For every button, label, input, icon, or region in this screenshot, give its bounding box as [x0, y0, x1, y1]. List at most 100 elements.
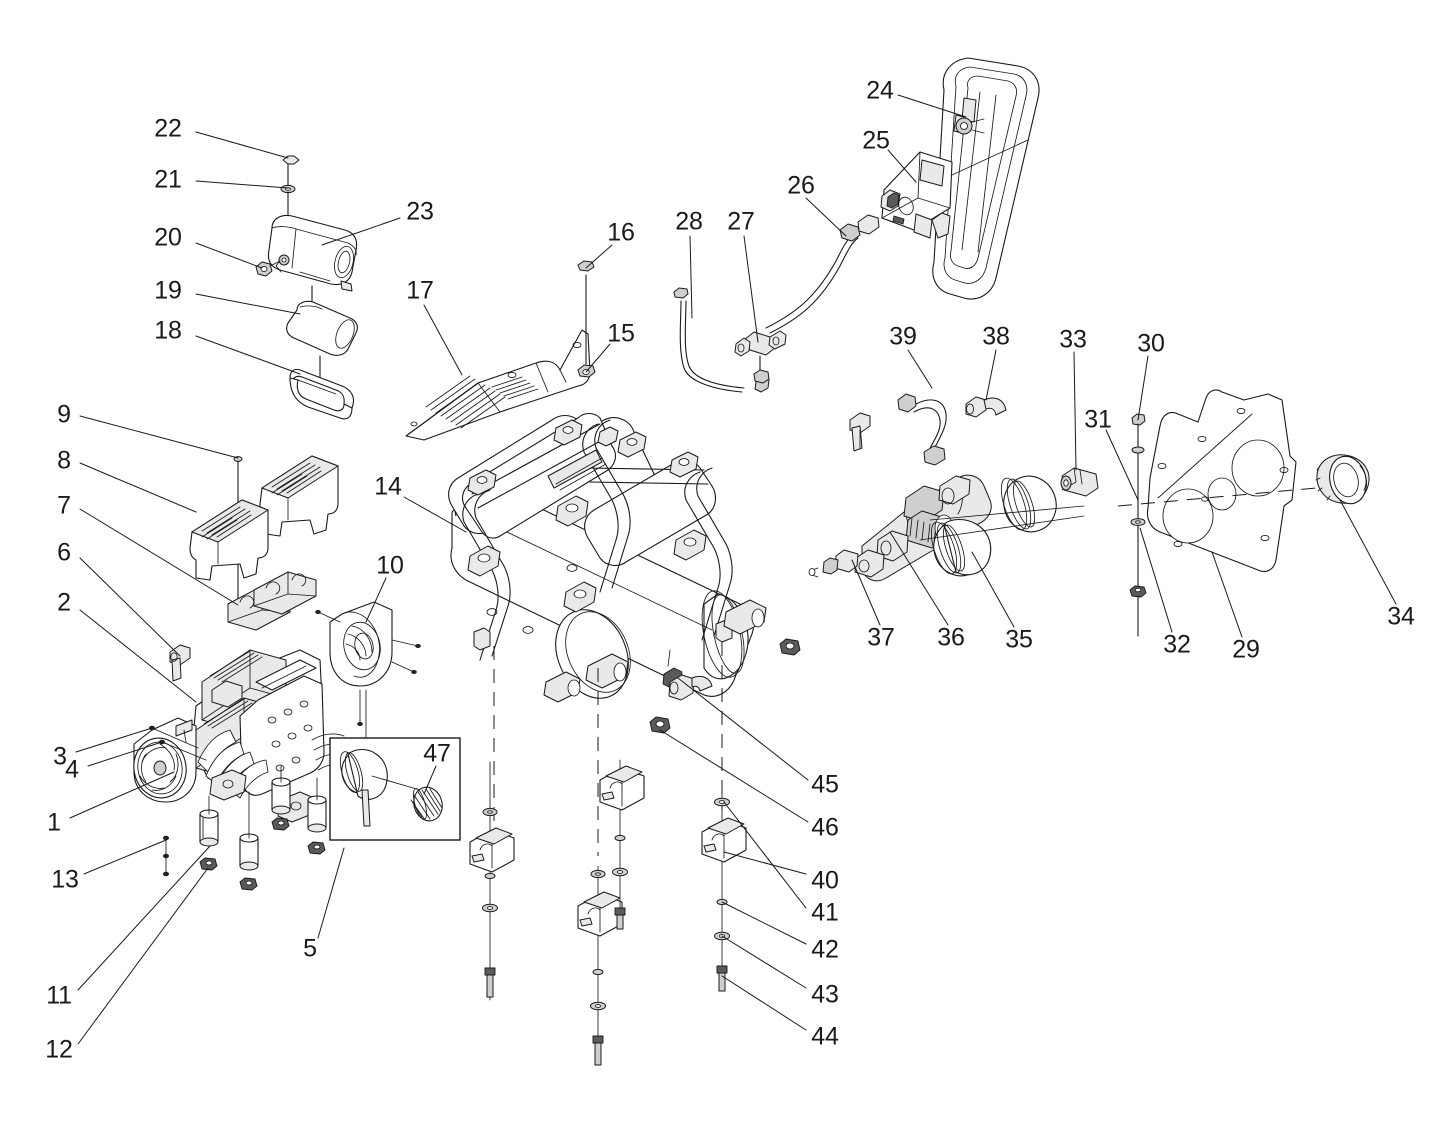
leader-line-35 — [971, 551, 1015, 628]
callout-number-18: 18 — [154, 316, 182, 345]
muffler-cover-23-part — [267, 214, 358, 292]
isolator-11-part-c — [271, 777, 291, 815]
nut-20-part — [255, 260, 281, 277]
foot-stack-center — [577, 865, 623, 1066]
elbow-left-part — [849, 412, 871, 452]
callout-number-39: 39 — [889, 322, 917, 351]
leader-line-42 — [721, 901, 807, 945]
callout-number-43: 43 — [811, 980, 839, 1009]
callout-number-11: 11 — [46, 981, 72, 1010]
callout-number-5: 5 — [303, 934, 317, 963]
regulator-group — [808, 393, 1099, 582]
callout-number-33: 33 — [1059, 325, 1087, 354]
leader-line-17 — [423, 304, 463, 376]
leader-line-38 — [985, 349, 997, 401]
callout-number-27: 27 — [727, 207, 755, 236]
leader-line-9 — [79, 415, 239, 459]
feet-hardware-group — [469, 759, 747, 1066]
leader-line-32 — [1139, 527, 1173, 633]
handle-switch-group — [880, 57, 1040, 300]
leader-line-15 — [585, 343, 611, 373]
callout-number-32: 32 — [1163, 630, 1191, 659]
callout-number-3: 3 — [53, 742, 67, 771]
nut-45-part — [779, 638, 801, 656]
callout-number-35: 35 — [1005, 625, 1033, 654]
leader-line-40 — [723, 851, 807, 875]
foot-stack-center-upper — [599, 759, 645, 930]
isolator-11-part-b — [239, 833, 259, 871]
foot-stack-right — [701, 789, 747, 992]
rubber-foot-40-part-center — [577, 891, 623, 937]
quick-coupler-33-part — [1060, 467, 1099, 497]
callout-number-44: 44 — [811, 1022, 839, 1051]
nut-12-part-d — [307, 841, 326, 855]
leader-line-39 — [907, 349, 933, 389]
muffler-element-19-part — [286, 300, 358, 356]
leader-line-24 — [897, 94, 967, 118]
callout-number-21: 21 — [154, 165, 182, 194]
leader-line-36 — [889, 531, 949, 626]
leader-line-14 — [403, 496, 467, 533]
elbow-2-part — [169, 644, 191, 682]
callout-number-20: 20 — [154, 223, 182, 252]
callout-number-40: 40 — [811, 866, 839, 895]
leader-line-12 — [77, 867, 209, 1045]
handle-grip-24-part — [932, 57, 1040, 300]
leader-line-23 — [321, 217, 401, 246]
nut-12-part — [199, 857, 218, 871]
callout-number-26: 26 — [787, 171, 815, 200]
leader-line-10 — [365, 577, 387, 623]
rubber-foot-40-part-upper — [599, 765, 645, 811]
assembly-guides — [208, 765, 318, 839]
bolt-44-part — [592, 1035, 604, 1066]
leader-line-4 — [87, 741, 163, 767]
filter-assembly-5-part — [339, 748, 421, 827]
leader-line-7 — [79, 508, 239, 606]
leader-line-34 — [1339, 499, 1397, 605]
callout-number-34: 34 — [1387, 602, 1415, 631]
leader-line-45 — [677, 677, 809, 781]
callout-number-16: 16 — [607, 218, 635, 247]
leader-line-37 — [851, 559, 881, 626]
callout-number-7: 7 — [57, 491, 71, 520]
leader-line-31 — [1105, 429, 1139, 501]
elbow-38-part — [965, 396, 1007, 418]
fan-shroud-10-part — [315, 601, 421, 745]
rubber-foot-40-part-right — [701, 817, 747, 863]
pump-motor-group — [133, 601, 461, 891]
leader-line-1 — [69, 771, 175, 819]
leader-line-16 — [585, 244, 613, 269]
check-valve-37-part — [808, 549, 859, 578]
callout-number-14: 14 — [374, 472, 402, 501]
foot-stack-left — [469, 761, 515, 1001]
leader-line-18 — [195, 335, 301, 375]
nut-12-part-c — [271, 817, 290, 831]
callout-number-8: 8 — [57, 446, 71, 475]
cylinder-cover-group — [189, 455, 339, 631]
drain-valve-46-part — [662, 649, 713, 701]
leader-line-6 — [79, 557, 181, 657]
handle-pivot-24-detail — [955, 117, 985, 135]
heat-shield-group — [405, 260, 596, 441]
dowel-13-part — [162, 835, 169, 877]
callout-number-4: 4 — [65, 755, 79, 784]
control-panel-group — [1117, 389, 1370, 637]
leader-line-26 — [805, 197, 847, 237]
cylinder-cover-8-part — [259, 455, 339, 537]
callout-number-31: 31 — [1084, 405, 1112, 434]
hose-26-part — [765, 214, 880, 334]
callout-number-10: 10 — [376, 551, 404, 580]
inset-box-47-group — [329, 737, 461, 841]
callout-number-12: 12 — [45, 1035, 73, 1064]
callout-number-41: 41 — [811, 898, 839, 927]
callout-number-28: 28 — [675, 207, 703, 236]
filter-element-47-part — [410, 786, 443, 822]
muffler-bracket-18-part — [289, 368, 355, 420]
leader-line-33 — [1073, 351, 1077, 471]
callout-number-17: 17 — [406, 276, 434, 305]
cylinder-cover-7-part — [189, 499, 269, 581]
nut-46b-part — [649, 716, 671, 734]
bolt-16-part — [577, 260, 595, 365]
callout-number-23: 23 — [406, 197, 434, 226]
